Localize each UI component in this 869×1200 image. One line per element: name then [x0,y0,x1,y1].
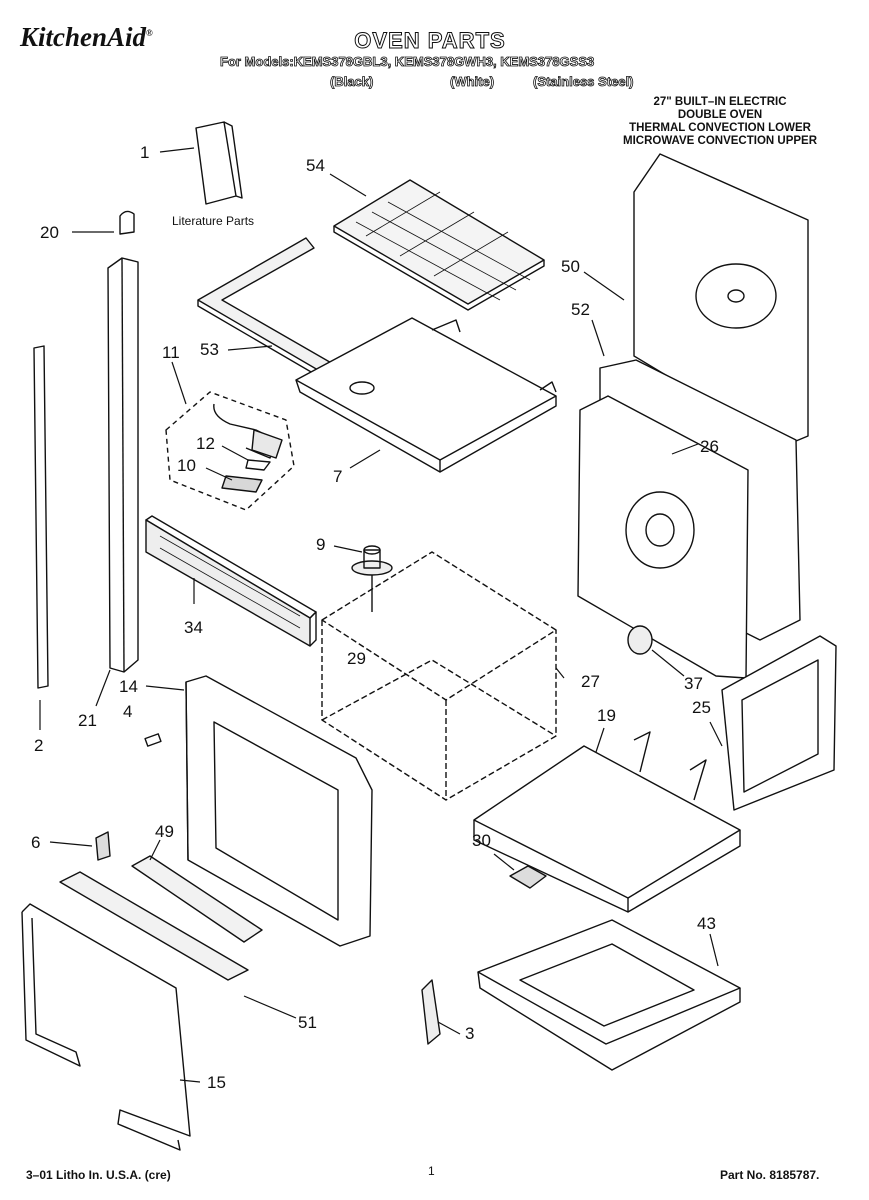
part-51-trim-bar [59,871,249,981]
callout-3: 3 [465,1024,475,1043]
callout-34: 34 [184,618,203,637]
color-black: (Black) [330,74,374,90]
part-4-screw [144,733,162,747]
callout-4: 4 [123,702,133,721]
callout-54: 54 [306,156,325,175]
callout-15: 15 [207,1073,226,1092]
part-7-top-plate [295,317,557,473]
part-2-trim [33,345,49,689]
callout-21: 21 [78,711,97,730]
part-27-oven-cavity [321,551,557,801]
callout-51: 51 [298,1013,317,1032]
part-21-rail [107,257,139,673]
callout-11: 11 [162,343,180,362]
callout-52: 52 [571,300,590,319]
part-43-drip-tray [477,919,741,1071]
color-white: (White) [450,74,495,90]
part-19-tray [473,731,741,913]
callout-6: 6 [31,833,41,852]
part-30-bracket [509,865,547,889]
callout-9: 9 [316,535,326,554]
part-50-back-panel [633,153,809,447]
model-list: For Models:KEMS378GBL3, KEMS378GWH3, KEM… [220,54,595,70]
part-34-vent [145,515,317,647]
color-stainless: (Stainless Steel) [533,74,634,90]
callout-27: 27 [581,672,600,691]
page-number: 1 [428,1164,435,1178]
part-6-clip [95,831,111,861]
part-3-bracket [421,979,441,1045]
part-37-thermostat [627,625,653,655]
part-20-clip [119,210,135,235]
callout-2: 2 [34,736,44,755]
part-15-gasket [21,903,191,1151]
part-11-kit [165,391,295,511]
callout-30: 30 [472,831,491,850]
part-14-front-frame [185,675,373,947]
callout-14: 14 [119,677,138,696]
part-49-bracket [131,855,263,943]
callout-7: 7 [333,467,343,486]
callout-10: 10 [177,456,196,475]
callout-1: 1 [140,143,150,162]
callout-37: 37 [684,674,703,693]
footer-print-info: 3–01 Litho In. U.S.A. (cre) [26,1168,171,1182]
callout-50: 50 [561,257,580,276]
callout-25: 25 [692,698,711,717]
literature-label: Literature Parts [172,214,255,228]
callout-20: 20 [40,223,59,242]
part-25-side-panel [721,635,837,811]
part-9-fan-motor [351,545,393,612]
part-literature [195,121,243,205]
brand-logo: KitchenAid® [20,22,153,52]
part-12-10-pieces [213,403,283,493]
callout-49: 49 [155,822,174,841]
page-title: OVEN PARTS [354,28,506,54]
callout-53: 53 [200,340,219,359]
product-description: 27" BUILT–IN ELECTRIC DOUBLE OVEN THERMA… [622,96,818,147]
part-54-panel [333,179,545,311]
callout-12: 12 [196,434,215,453]
callout-19: 19 [597,706,616,725]
callout-43: 43 [697,914,716,933]
callout-26: 26 [700,437,719,456]
part-number: Part No. 8185787. [720,1168,820,1182]
callout-29: 29 [347,649,366,668]
